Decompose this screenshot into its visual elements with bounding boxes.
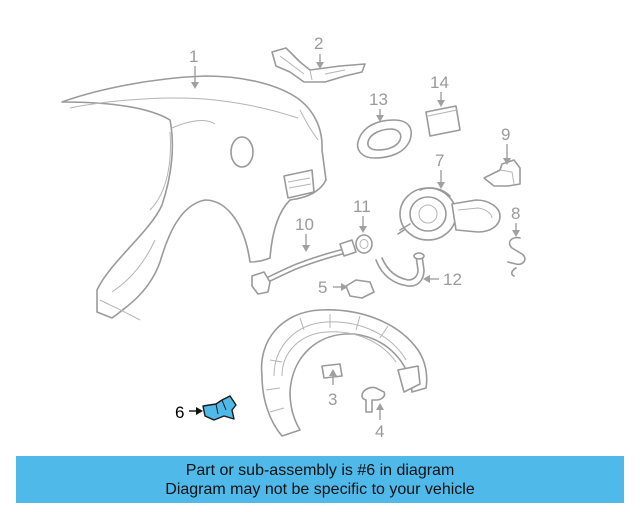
callout-1[interactable]: 1	[189, 47, 198, 66]
part-5-clip[interactable]	[345, 279, 375, 299]
leader-lines	[189, 54, 520, 420]
callout-7[interactable]: 7	[435, 151, 444, 170]
callout-3[interactable]: 3	[328, 390, 337, 409]
banner-disclaimer: Diagram may not be specific to your vehi…	[165, 480, 475, 498]
part-11-grommet[interactable]	[355, 234, 373, 254]
part-4-push-clip[interactable]	[361, 386, 386, 413]
part-10-release-cable[interactable]	[251, 239, 357, 295]
part-12-drain-tube[interactable]	[375, 252, 425, 287]
part-9-clip[interactable]	[483, 159, 521, 187]
callout-4[interactable]: 4	[375, 422, 384, 441]
banner-part-reference: Part or sub-assembly is #6 in diagram	[185, 461, 455, 479]
part-13-trim-ring[interactable]	[356, 119, 412, 159]
part-7-fuel-filler-assembly[interactable]	[397, 187, 501, 241]
callout-2[interactable]: 2	[314, 34, 323, 53]
callout-labels: 1 2 3 4 5 6 7 8 9 10 11 12 13 14	[175, 34, 520, 441]
callout-13[interactable]: 13	[369, 90, 388, 109]
part-8-spring[interactable]	[507, 236, 526, 277]
callout-11[interactable]: 11	[353, 197, 371, 216]
callout-12[interactable]: 12	[443, 270, 462, 289]
part-info-banner: Part or sub-assembly is #6 in diagram Di…	[16, 456, 624, 503]
callout-14[interactable]: 14	[430, 73, 449, 92]
part-3-wheel-liner[interactable]	[260, 309, 428, 437]
part-6-highlighted-bracket[interactable]	[202, 395, 237, 421]
part-1-quarter-panel[interactable]	[61, 75, 327, 321]
part-14-pad[interactable]	[425, 105, 461, 137]
callout-9[interactable]: 9	[501, 125, 510, 144]
callout-5[interactable]: 5	[318, 278, 327, 297]
callout-10[interactable]: 10	[295, 215, 314, 234]
callout-6[interactable]: 6	[175, 403, 184, 422]
part-2-bracket[interactable]	[271, 47, 366, 83]
callout-8[interactable]: 8	[511, 204, 520, 223]
parts-diagram: 1 2 3 4 5 6 7 8 9 10 11 12 13 14	[61, 34, 526, 441]
